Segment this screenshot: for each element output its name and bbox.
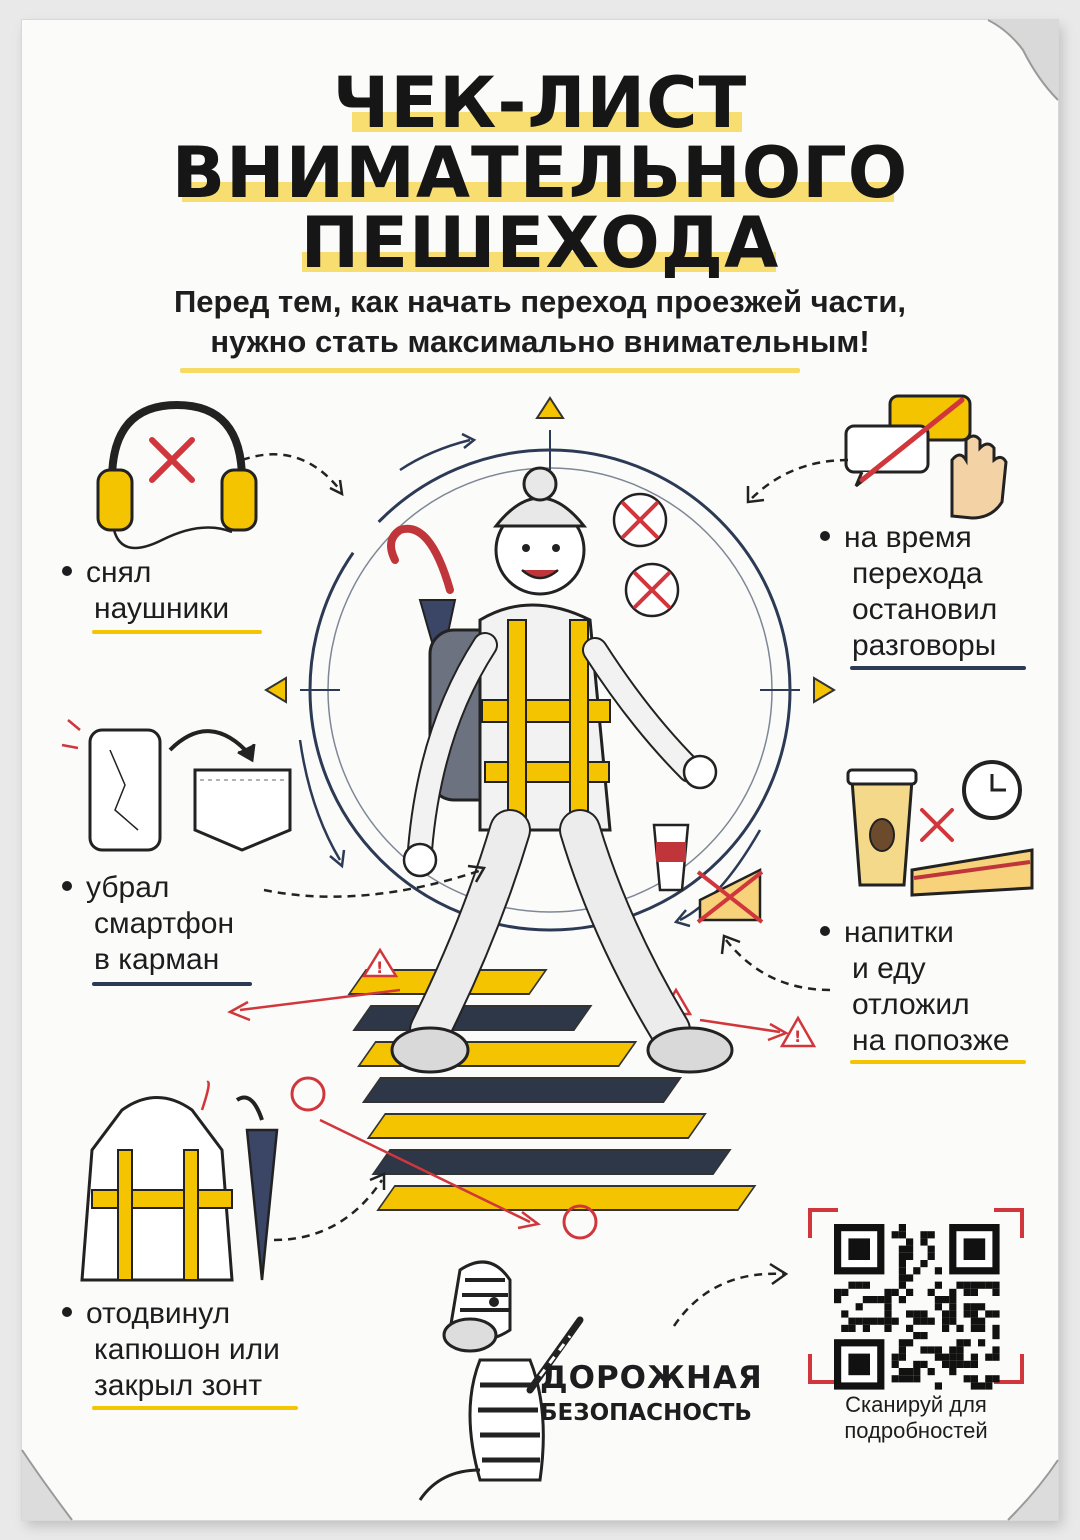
qr-code[interactable]: [808, 1208, 1024, 1390]
checklist-item-conversations: на время перехода остановил разговоры: [820, 520, 997, 664]
checklist-item-headphones: снял наушники: [62, 555, 229, 627]
qr-caption: Сканируй для подробностей: [806, 1392, 1026, 1444]
checklist-item-line: разговоры: [852, 629, 997, 662]
checklist-underline: [850, 666, 1026, 670]
brand-title: ДОРОЖНАЯ: [540, 1360, 763, 1396]
page-curl-top-right: [987, 19, 1059, 101]
checklist-item-smartphone: убрал смартфон в карман: [62, 870, 234, 978]
bullet-icon: [62, 566, 72, 577]
checklist-underline: [92, 982, 252, 986]
checklist-underline: [92, 630, 262, 634]
page-curl-bottom-left: [21, 1449, 73, 1521]
dashed-arrow: [263, 864, 487, 898]
svg-text:!: !: [376, 958, 383, 977]
title-line-3: ПЕШЕХОДА: [300, 202, 780, 284]
page-curl-bottom-right: [1007, 1459, 1059, 1521]
speech-bubbles-icon: [844, 394, 1008, 520]
crosswalk-stripe: [366, 1113, 707, 1139]
checklist-item-line: закрыл зонт: [94, 1369, 263, 1402]
crosswalk-stripe: [371, 1149, 732, 1175]
checklist-item-food: напитки и еду отложил на попозже: [820, 915, 1010, 1059]
checklist-item-line: и еду: [852, 952, 926, 985]
crosswalk-marker: [562, 1204, 598, 1240]
muted-music-icon: [624, 562, 680, 618]
brand-subtitle: БЕЗОПАСНОСТЬ: [540, 1400, 752, 1426]
checklist-item-line: убрал: [86, 871, 170, 904]
headphones-icon: [96, 400, 258, 550]
checklist-item-line: смартфон: [94, 907, 235, 940]
coffee-cup-icon: [652, 823, 690, 892]
subtitle-line-2: нужно стать максимально внимательным!: [210, 324, 870, 359]
crosswalk-marker: [290, 1076, 326, 1112]
title-line-1: ЧЕК-ЛИСТ: [332, 62, 748, 144]
checklist-underline: [92, 1406, 298, 1410]
checklist-item-line: отложил: [852, 988, 970, 1021]
checklist-underline: [850, 1060, 1026, 1064]
dashed-arrow: [241, 453, 344, 497]
checklist-item-line: в карман: [94, 943, 220, 976]
subtitle-line-1: Перед тем, как начать переход проезжей ч…: [174, 284, 906, 319]
bullet-icon: [820, 926, 830, 937]
title-highlight-3: [302, 252, 776, 272]
checklist-item-hood: отодвинул капюшон или закрыл зонт: [62, 1296, 280, 1404]
coffee-sandwich-icon: [846, 760, 1034, 897]
dashed-arrow: [720, 934, 831, 992]
checklist-item-line: на время: [844, 521, 972, 554]
sandwich-icon: [696, 867, 764, 924]
zebra-mascot-icon: [418, 1260, 584, 1501]
pedestrian-figure: [387, 466, 764, 1074]
dashed-arrow: [273, 1172, 386, 1242]
svg-text:!: !: [794, 1027, 801, 1046]
checklist-item-line: отодвинул: [86, 1297, 231, 1330]
muted-music-icon: [612, 492, 668, 548]
checklist-item-line: капюшон или: [94, 1333, 280, 1366]
checklist-item-line: перехода: [852, 557, 983, 590]
checklist-item-line: снял: [86, 556, 152, 589]
title-line-2: ВНИМАТЕЛЬНОГО: [171, 132, 909, 214]
title-highlight-1: [352, 112, 742, 132]
subtitle-underline: [180, 368, 800, 373]
warning-icon: !: [361, 947, 399, 978]
checklist-item-line: наушники: [94, 592, 230, 625]
smartphone-icon: [61, 719, 292, 852]
crosswalk-stripe: [361, 1077, 683, 1103]
title-highlight-2: [182, 182, 894, 202]
hood-umbrella-icon: [80, 1080, 279, 1282]
qr-caption-line: подробностей: [844, 1418, 988, 1443]
crosswalk-stripe: [376, 1185, 757, 1211]
crosswalk-illustration: ! ! !: [227, 947, 817, 1240]
dashed-arrow: [672, 1262, 789, 1327]
qr-caption-line: Сканируй для: [845, 1392, 987, 1417]
bullet-icon: [62, 1307, 72, 1318]
bullet-icon: [62, 881, 72, 892]
dashed-arrow: [746, 458, 849, 504]
checklist-item-line: напитки: [844, 916, 954, 949]
warning-icon: !: [779, 1015, 817, 1048]
bullet-icon: [820, 531, 830, 542]
checklist-item-line: остановил: [852, 593, 998, 626]
checklist-item-line: на попозже: [852, 1024, 1010, 1057]
